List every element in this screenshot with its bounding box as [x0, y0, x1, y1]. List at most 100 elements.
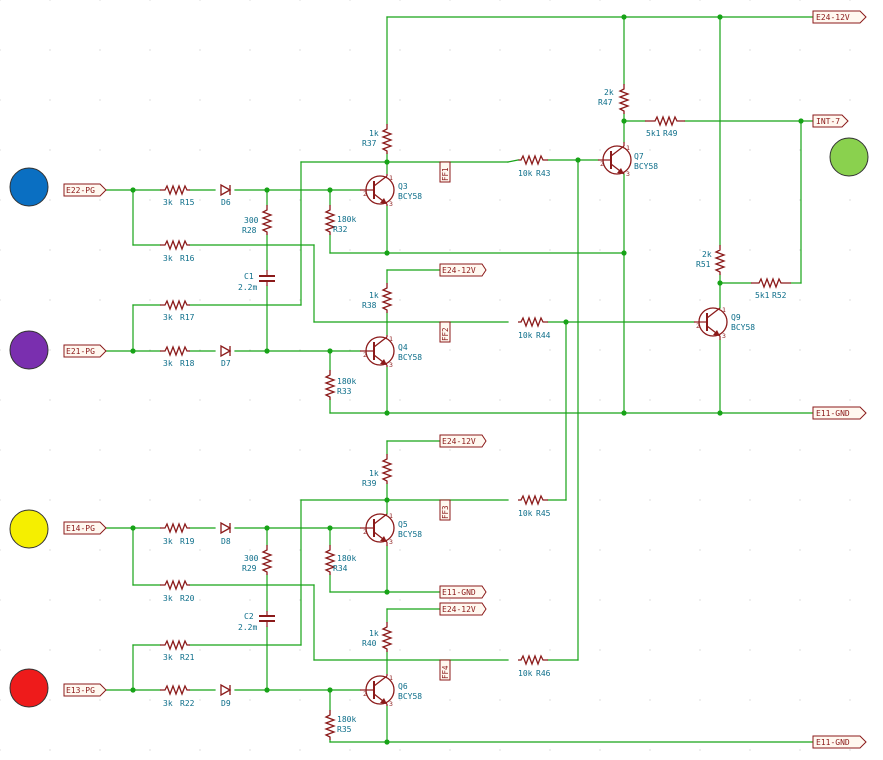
resistor-r33[interactable]: 180k R33: [324, 370, 356, 400]
resistor-r16-value: 3k: [163, 254, 173, 263]
resistor-r22[interactable]: 3k R22: [160, 684, 195, 708]
resistor-r20[interactable]: 3k R20: [160, 579, 195, 603]
svg-text:E24-12V: E24-12V: [442, 605, 476, 614]
resistor-r19[interactable]: 3k R19: [160, 522, 195, 546]
port-e14-pg[interactable]: E14-PG: [63, 521, 107, 535]
green-indicator[interactable]: [829, 137, 869, 177]
resistor-r35-ref: R35: [337, 725, 352, 734]
port-int-7[interactable]: INT-7: [812, 114, 849, 128]
diode-d9[interactable]: D9: [220, 683, 232, 708]
q5-pin-emitter: 3: [389, 538, 393, 546]
resistor-r46[interactable]: 10k R46: [518, 654, 551, 678]
resistor-r45-value: 10k: [518, 509, 533, 518]
transistor-q5[interactable]: 2 1 3 Q5 BCY58: [360, 512, 422, 546]
resistor-r39-ref: R39: [362, 479, 377, 488]
resistor-r49[interactable]: 5k1 R49: [645, 115, 685, 138]
q6-pin-emitter: 3: [389, 700, 393, 708]
resistor-r45[interactable]: 10k R45: [518, 494, 551, 518]
resistor-r15-value: 3k: [163, 198, 173, 207]
transistor-q7-type: BCY58: [634, 162, 658, 171]
ff1-label: FF1: [439, 161, 451, 183]
resistor-r18[interactable]: 3k R18: [160, 345, 195, 368]
resistor-r38-ref: R38: [362, 301, 377, 310]
resistor-r52[interactable]: 5k1 R52: [751, 277, 791, 300]
capacitor-c1[interactable]: C1 2.2m: [238, 270, 275, 292]
capacitor-c2[interactable]: C2 2.2m: [238, 611, 275, 632]
resistor-r47-value: 2k: [604, 88, 614, 97]
diode-d7[interactable]: D7: [220, 344, 232, 368]
red-indicator[interactable]: [9, 668, 49, 708]
port-e11-gnd-q5[interactable]: E11-GND: [439, 585, 487, 599]
resistor-r34[interactable]: 180k R34: [324, 545, 356, 575]
yellow-indicator[interactable]: [9, 509, 49, 549]
q4-pin-base: 2: [363, 351, 367, 359]
q7-pin-base: 2: [600, 160, 604, 168]
port-e24-12v-q6[interactable]: E24-12V: [439, 602, 487, 616]
resistor-r32[interactable]: 180k R32: [324, 205, 356, 235]
resistor-r43-ref: R43: [536, 169, 551, 178]
purple-indicator[interactable]: [9, 330, 49, 370]
transistor-q4[interactable]: 2 1 3 Q4 BCY58: [360, 335, 422, 369]
resistor-r34-ref: R34: [333, 564, 348, 573]
transistor-q3[interactable]: 2 1 3 Q3 BCY58: [360, 174, 422, 208]
svg-text:INT-7: INT-7: [816, 117, 840, 126]
q5-pin-collector: 1: [389, 512, 393, 520]
resistor-r15[interactable]: 3k R15: [160, 184, 195, 207]
resistor-r16[interactable]: 3k R16: [160, 239, 195, 263]
resistor-r39[interactable]: 1k R39: [362, 454, 393, 488]
svg-text:FF3: FF3: [441, 505, 450, 519]
resistor-r32-value: 180k: [337, 215, 356, 224]
resistor-r43-value: 10k: [518, 169, 533, 178]
port-e11-gnd-bottom[interactable]: E11-GND: [812, 735, 867, 749]
port-e24-12v-q4[interactable]: E24-12V: [439, 263, 487, 277]
resistor-r43[interactable]: 10k R43: [507, 154, 551, 178]
svg-text:FF4: FF4: [441, 665, 450, 679]
resistor-r44[interactable]: 10k R44: [518, 316, 551, 340]
resistor-r52-ref: R52: [772, 291, 787, 300]
diode-d8-label: D8: [221, 537, 231, 546]
diode-d8[interactable]: D8: [220, 521, 232, 546]
junctions: [130, 14, 804, 745]
port-e22-pg[interactable]: E22-PG: [63, 183, 107, 197]
resistor-r19-value: 3k: [163, 537, 173, 546]
resistor-r40[interactable]: 1k R40: [362, 622, 393, 652]
resistor-r40-value: 1k: [369, 629, 379, 638]
q9-pin-collector: 1: [722, 306, 726, 314]
resistor-r51[interactable]: 2k R51: [696, 245, 726, 275]
resistor-r28[interactable]: 300 R28: [242, 205, 273, 235]
resistor-r35[interactable]: 180k R35: [324, 710, 356, 740]
svg-text:E22-PG: E22-PG: [66, 186, 95, 195]
capacitor-c1-value: 2.2m: [238, 283, 257, 292]
resistor-r17-value: 3k: [163, 313, 173, 322]
diode-d6[interactable]: D6: [220, 183, 232, 207]
resistor-r39-value: 1k: [369, 469, 379, 478]
resistor-r21[interactable]: 3k R21: [160, 639, 195, 662]
resistor-r28-ref: R28: [242, 226, 257, 235]
port-e24-12v-q5[interactable]: E24-12V: [439, 434, 487, 448]
blue-indicator[interactable]: [9, 167, 49, 207]
port-e24-12v-top[interactable]: E24-12V: [812, 10, 867, 24]
resistor-r37-ref: R37: [362, 139, 377, 148]
resistor-r29-value: 300: [244, 554, 259, 563]
resistor-r17[interactable]: 3k R17: [160, 299, 195, 322]
resistor-r20-ref: R20: [180, 594, 195, 603]
q7-pin-emitter: 3: [626, 170, 630, 178]
svg-text:E11-GND: E11-GND: [816, 738, 850, 747]
q5-pin-base: 2: [363, 528, 367, 536]
transistor-q9[interactable]: 2 1 3 Q9 BCY58: [694, 306, 755, 340]
resistor-r33-value: 180k: [337, 377, 356, 386]
port-e13-pg[interactable]: E13-PG: [63, 683, 107, 697]
resistor-r38[interactable]: 1k R38: [362, 283, 393, 313]
resistor-r37[interactable]: 1k R37: [362, 124, 393, 154]
capacitor-c2-value: 2.2m: [238, 623, 257, 632]
transistor-q7[interactable]: 2 1 3 Q7 BCY58: [598, 142, 658, 178]
transistor-q5-ref: Q5: [398, 520, 408, 529]
diode-d6-label: D6: [221, 198, 231, 207]
resistor-r20-value: 3k: [163, 594, 173, 603]
resistor-r29[interactable]: 300 R29: [242, 545, 273, 575]
port-e21-pg[interactable]: E21-PG: [63, 344, 107, 358]
port-e11-gnd-mid[interactable]: E11-GND: [812, 406, 867, 420]
transistor-q6[interactable]: 2 1 3 Q6 BCY58: [360, 674, 422, 708]
resistor-r47[interactable]: 2k R47: [598, 84, 630, 114]
